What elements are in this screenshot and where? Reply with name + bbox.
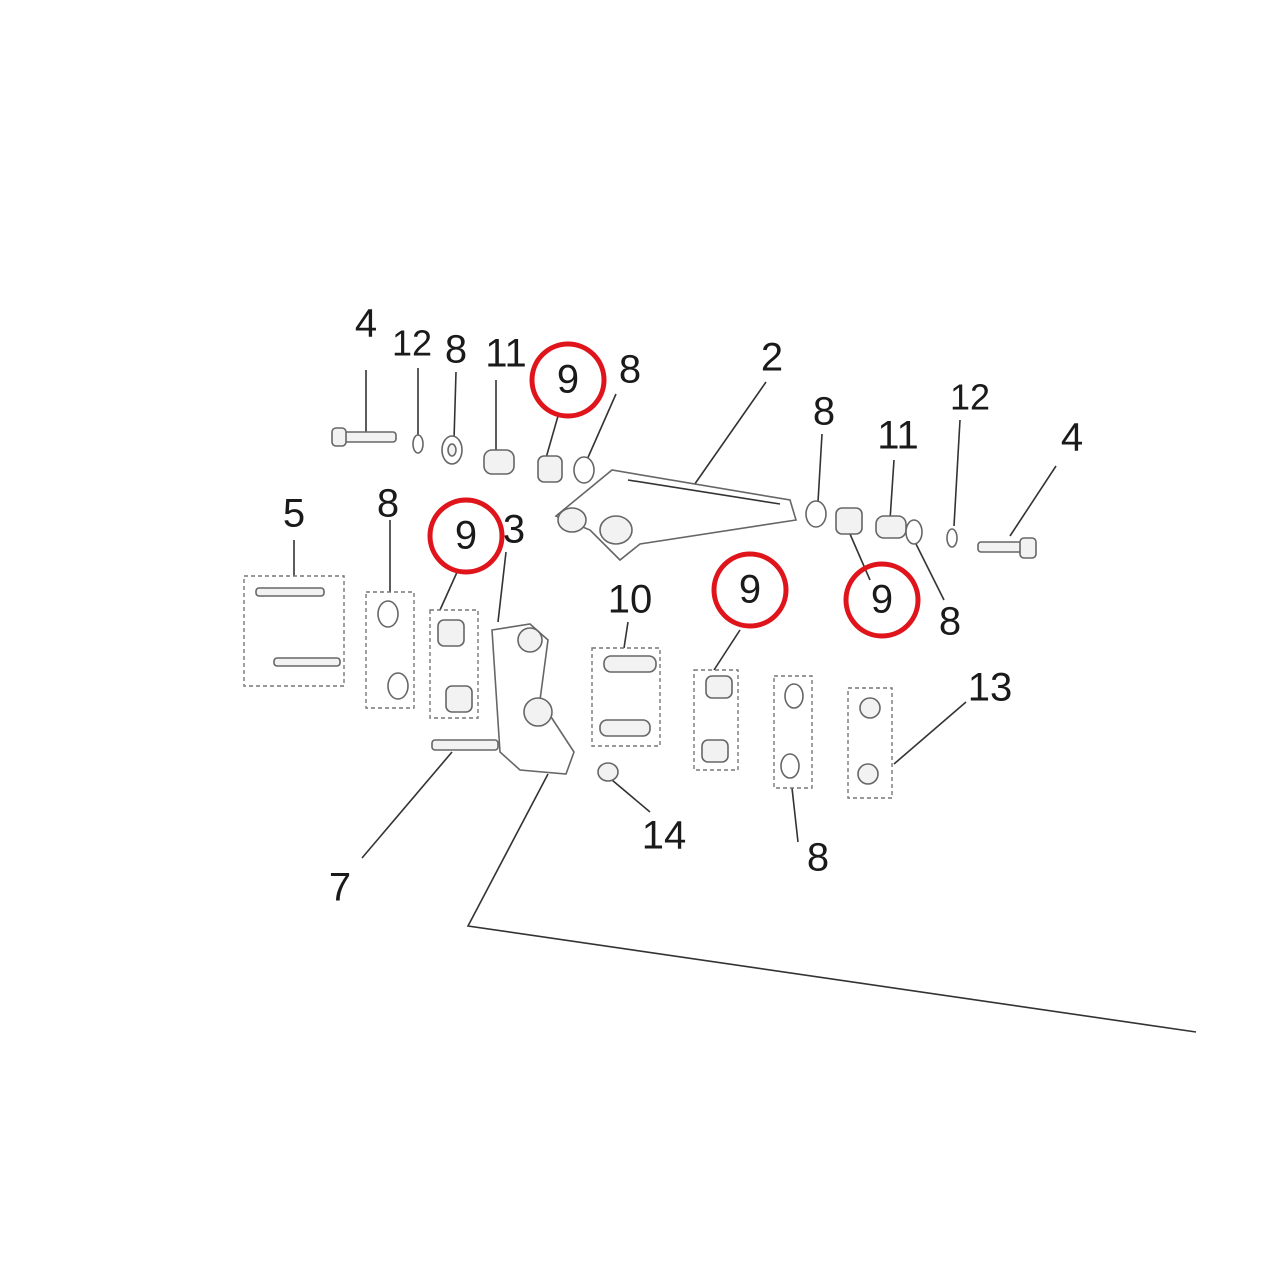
callout-4-left: 4: [355, 302, 377, 346]
washer-8-top: [573, 456, 595, 484]
callout-3: 3: [503, 508, 525, 552]
washer-12-right: [946, 528, 958, 548]
highlight-circle-9-top: [529, 341, 607, 419]
sleeve-11-right: [875, 515, 907, 539]
part-groups: [243, 575, 893, 799]
callout-labels: 4 12 8 11 9 8 2 8 11 12 4 9 8 5 8 9 3 10…: [283, 302, 1083, 910]
washer-8-right: [805, 500, 827, 528]
highlight-circles: [427, 341, 921, 639]
highlight-circle-9-middle: [711, 551, 789, 629]
leader-lines: [293, 368, 1197, 1033]
callout-8-top-right: 8: [813, 390, 835, 434]
callout-8-right-low: 8: [939, 600, 961, 644]
nut-14: [597, 762, 619, 782]
highlight-circle-9-right: [843, 561, 921, 639]
callout-8-top-left: 8: [445, 328, 467, 372]
sleeve-11-left: [483, 449, 515, 475]
callout-8-bottom: 8: [807, 836, 829, 880]
washer-12-left: [412, 434, 424, 454]
callout-9-left: 9: [455, 514, 477, 558]
top-right-parts: [805, 500, 1037, 559]
callout-14: 14: [642, 814, 687, 858]
bearing-9-right: [835, 507, 863, 535]
callout-5: 5: [283, 492, 305, 536]
callout-8-top-mid: 8: [619, 348, 641, 392]
callout-8-left-group: 8: [377, 482, 399, 526]
callout-7: 7: [329, 866, 351, 910]
callout-9-middle: 9: [739, 568, 761, 612]
callout-9-top: 9: [557, 358, 579, 402]
callout-4-right: 4: [1061, 416, 1083, 460]
callout-2: 2: [761, 336, 783, 380]
highlight-circle-9-left: [427, 497, 505, 575]
callout-11-left: 11: [485, 332, 527, 376]
top-left-parts: [331, 427, 595, 484]
callout-11-right: 11: [877, 414, 919, 458]
callout-12-right: 12: [950, 377, 990, 418]
callout-9-right: 9: [871, 578, 893, 622]
bearing-9-top: [537, 455, 563, 483]
callout-13: 13: [968, 666, 1013, 710]
bolt-4-left: [343, 431, 397, 443]
bolt-7: [431, 739, 499, 751]
bolt-4-right: [977, 541, 1025, 553]
callout-12-left: 12: [392, 323, 432, 364]
swing-arm-2: [554, 469, 798, 562]
callout-10: 10: [608, 578, 653, 622]
